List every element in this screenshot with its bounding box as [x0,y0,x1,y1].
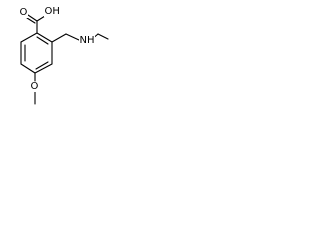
ring-bond-3 [34,63,53,74]
ethyl-bond [97,33,109,40]
skeletal-structure [20,14,109,105]
structure-canvas: OH O NH O [0,0,111,107]
oh-label: OH [44,6,61,17]
methoxy-oxygen-label: O [30,81,39,92]
benzyl-bond [51,33,67,43]
acid-carbonyl-bond [27,14,38,22]
ring-bond-5 [36,32,53,43]
ring-bond-2 [20,63,36,74]
acid-oh-bond [36,15,46,22]
ring-bond-6 [20,32,38,43]
ring-double-bond-2 [35,61,49,70]
acid-carbonyl-double-bond [26,17,36,24]
ch2-nh-bond [65,33,80,41]
ring-double-bond-3 [36,36,49,45]
carbonyl-oxygen-label: O [19,7,28,18]
nh-label: NH [79,35,95,46]
